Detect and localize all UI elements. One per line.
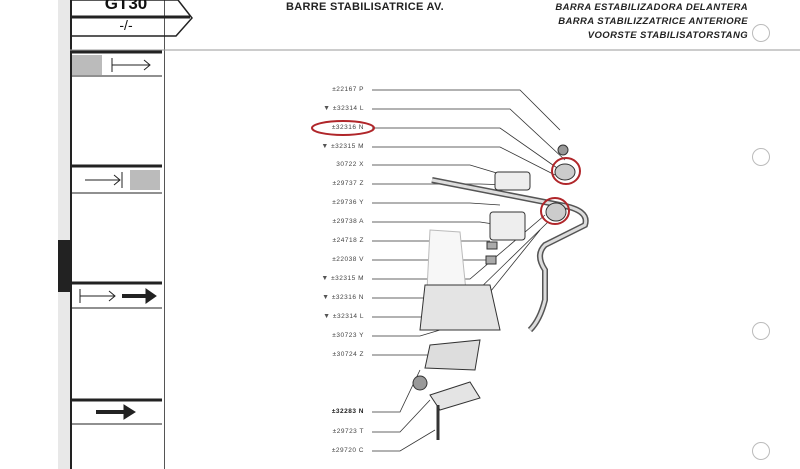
model-code: GT30: [104, 0, 148, 13]
arrow-right-icon: [79, 289, 116, 303]
part-ref: ±32315: [331, 275, 356, 282]
part-code: P: [359, 86, 364, 93]
part-ref: ±32314: [332, 105, 358, 112]
part-label: ▼ ±32315 M: [292, 275, 364, 282]
part-ref: ±32316: [331, 124, 357, 131]
binder-hole: [752, 442, 770, 460]
part-label: ±29736 Y: [292, 199, 364, 206]
binder-hole: [752, 148, 770, 166]
binding-strip: [58, 0, 70, 469]
arrow-right-icon: [111, 58, 151, 72]
title-italian: BARRA STABILIZZATRICE ANTERIORE: [558, 16, 748, 27]
marker-triangle-icon: ▼: [321, 143, 329, 150]
part-ref: ±22038: [332, 256, 357, 263]
part-code: C: [358, 447, 364, 454]
sheet-number: -/-: [119, 17, 133, 33]
marker-triangle-icon: ▼: [321, 275, 329, 282]
part-ref: ±29736: [332, 199, 357, 206]
part-label: ±22038 V: [292, 256, 364, 263]
binder-hole: [752, 24, 770, 42]
part-label: 30722 X: [292, 161, 364, 168]
part-ref: ±29737: [332, 180, 358, 187]
part-code: M: [358, 275, 364, 282]
part-code: A: [359, 218, 364, 225]
part-code: N: [358, 294, 364, 301]
part-label: ▼ ±32315 M: [292, 143, 364, 150]
part-label: ±32316 N: [292, 124, 364, 131]
part-code: V: [359, 256, 364, 263]
part-ref: ±30724: [332, 351, 358, 358]
bold-arrow-icon: [123, 404, 136, 420]
stabilizer-bar-drawing: [412, 144, 589, 440]
binder-hole: [752, 322, 770, 340]
title-french: BARRE STABILISATRICE AV.: [286, 1, 444, 13]
part-code: Z: [359, 237, 364, 244]
part-label: ±29737 Z: [292, 180, 364, 187]
part-ref: ±32316: [331, 294, 357, 301]
part-ref: ±29723: [332, 428, 358, 435]
title-spanish: BARRA ESTABILIZADORA DELANTERA: [555, 2, 748, 13]
part-label: ▼ ±32314 L: [292, 105, 364, 112]
part-label: ±24718 Z: [292, 237, 364, 244]
hatched-block: [72, 55, 102, 75]
part-code: N: [358, 124, 364, 131]
part-code: T: [359, 428, 364, 435]
part-ref: ±32315: [331, 143, 356, 150]
part-label: ▼ ±32314 L: [292, 313, 364, 320]
marker-triangle-icon: ▼: [322, 294, 330, 301]
bold-arrow-icon: [145, 288, 157, 304]
side-index-panel: [70, 0, 165, 469]
part-ref: 30722: [336, 161, 357, 168]
part-code: Y: [359, 199, 364, 206]
part-label: ±30724 Z: [292, 351, 364, 358]
title-translations: BARRA ESTABILIZADORA DELANTERA BARRA STA…: [555, 1, 748, 43]
arrow-to-bar-icon: [85, 172, 123, 188]
hatched-block: [130, 170, 160, 190]
part-label: ±22167 P: [292, 86, 364, 93]
part-ref: ±30723: [332, 332, 357, 339]
marker-triangle-icon: ▼: [323, 105, 331, 112]
part-label: ±29738 A: [292, 218, 364, 225]
part-label: ±32283 N: [292, 408, 364, 415]
part-code: M: [358, 143, 364, 150]
part-label: ±29723 T: [292, 428, 364, 435]
part-code: Y: [359, 332, 364, 339]
part-code: Z: [359, 180, 364, 187]
part-ref: ±32283: [331, 408, 357, 415]
part-label: ±29720 C: [292, 447, 364, 454]
part-code: X: [359, 161, 364, 168]
part-label: ±30723 Y: [292, 332, 364, 339]
part-ref: ±29738: [332, 218, 358, 225]
part-ref: ±22167: [332, 86, 357, 93]
marker-triangle-icon: ▼: [323, 313, 331, 320]
highlight-circles: [311, 120, 581, 225]
title-dutch: VOORSTE STABILISATORSTANG: [587, 30, 748, 41]
part-ref: ±32314: [332, 313, 358, 320]
header-tag-shape: [70, 0, 193, 37]
side-index-sections: [70, 50, 162, 425]
part-ref: ±29720: [331, 447, 357, 454]
part-code: L: [359, 313, 364, 320]
part-label: ▼ ±32316 N: [292, 294, 364, 301]
part-code: L: [359, 105, 364, 112]
part-code: Z: [359, 351, 364, 358]
part-ref: ±24718: [332, 237, 358, 244]
section-tab-marker: [58, 240, 70, 292]
part-code: N: [358, 408, 364, 415]
